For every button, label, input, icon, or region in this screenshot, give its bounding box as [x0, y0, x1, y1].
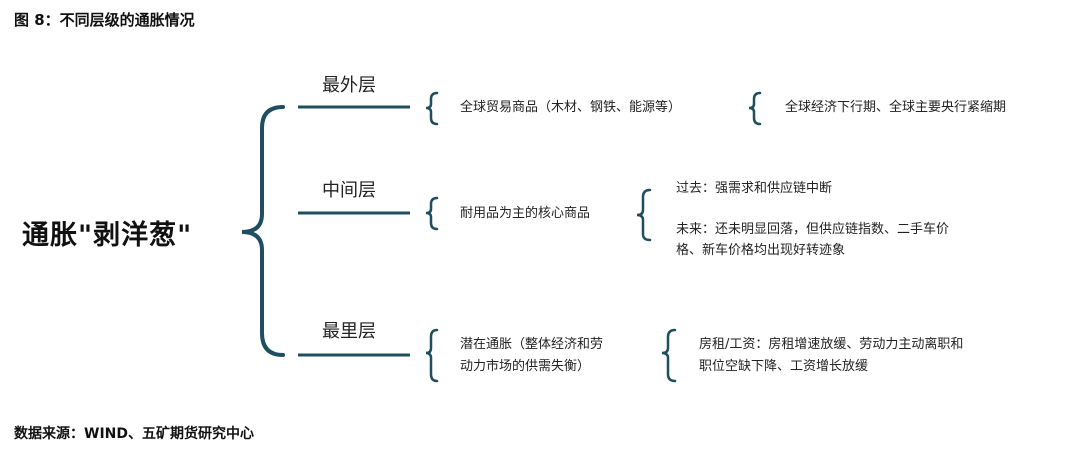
brace-inner-desc	[425, 328, 439, 383]
layer-outer-name: 最外层	[322, 75, 376, 96]
layer-inner-desc-1: 潜在通胀（整体经济和劳	[460, 337, 604, 352]
layer-middle-desc: 耐用品为主的核心商品	[460, 206, 591, 221]
brace-middle-detail	[636, 188, 652, 242]
figure-title: 图 8：不同层级的通胀情况	[14, 11, 195, 29]
layer-middle-detail-future-2: 格、新车价格均出现好转迹象	[676, 243, 846, 258]
layer-inner-detail-1: 房租/工资：房租增速放缓、劳动力主动离职和	[699, 337, 964, 352]
brace-outer-desc	[425, 91, 439, 126]
layer-inner-name: 最里层	[322, 321, 376, 342]
layer-middle-detail-future-1: 未来：还未明显回落，但供应链指数、二手车价	[676, 222, 950, 237]
source-note: 数据来源：WIND、五矿期货研究中心	[14, 426, 254, 442]
main-label: 通胀"剥洋葱"	[22, 220, 193, 251]
brace-outer-detail	[748, 91, 762, 126]
brace-middle-desc	[425, 196, 439, 231]
layer-outer-desc: 全球贸易商品（木材、钢铁、能源等）	[460, 100, 682, 115]
layer-middle-detail-past: 过去：强需求和供应链中断	[676, 181, 833, 196]
layer-outer-detail: 全球经济下行期、全球主要央行紧缩期	[785, 100, 1007, 115]
layer-inner-detail-2: 职位空缺下降、工资增长放缓	[699, 359, 869, 374]
layer-inner-desc-2: 动力市场的供需失衡）	[460, 359, 591, 374]
layer-middle-name: 中间层	[322, 180, 376, 201]
brace-inner-detail	[661, 328, 677, 383]
main-brace	[241, 105, 285, 357]
